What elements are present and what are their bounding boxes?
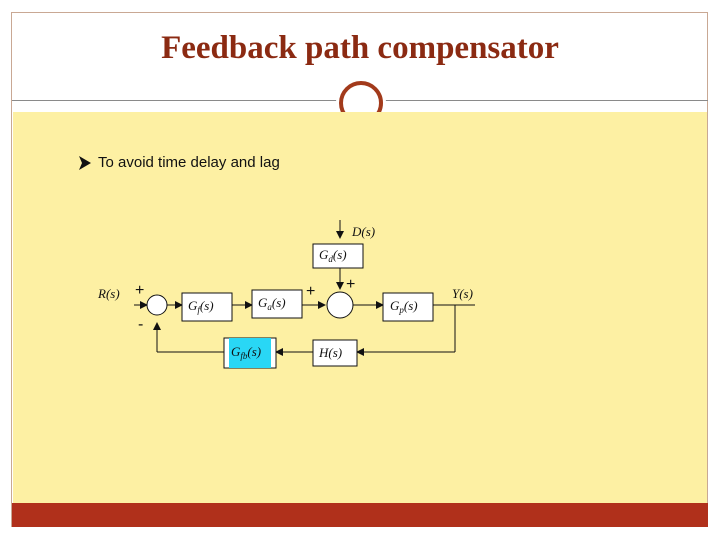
block-h (312, 339, 358, 367)
input-label: R(s) (98, 286, 120, 301)
bullet-text: To avoid time delay and lag (98, 154, 280, 171)
block-gp-label: Gp(s) (390, 298, 418, 315)
summing-junction-2 (326, 291, 354, 319)
footer-bar (12, 503, 708, 527)
title-divider-right (382, 100, 708, 101)
sum1-plus-sign: + (135, 282, 145, 299)
title-divider-left (12, 100, 338, 101)
block-gd-label: Gd(s) (319, 247, 347, 264)
block-ga (251, 289, 303, 319)
block-gp (382, 292, 434, 322)
sum2-disturbance-plus-sign: + (346, 276, 356, 293)
arrow-bullet-icon (79, 155, 91, 170)
output-label: Y(s) (452, 286, 473, 301)
summing-junction-1 (146, 294, 168, 316)
slide-title: Feedback path compensator (161, 30, 559, 66)
block-gf-label: Gf(s) (188, 298, 214, 315)
block-h-label: H(s) (319, 345, 343, 360)
block-ga-label: Ga(s) (258, 295, 286, 312)
block-gfb-label: Gfb(s) (231, 344, 262, 361)
bullet-item: To avoid time delay and lag (78, 154, 280, 171)
sum2-plus-sign: + (306, 283, 316, 300)
sum1-minus-sign: - (138, 316, 144, 333)
disturbance-label: D(s) (352, 224, 376, 239)
block-gd (312, 243, 364, 269)
block-gfb-highlight (229, 338, 271, 368)
content-area (13, 112, 707, 503)
block-gf (181, 292, 233, 322)
